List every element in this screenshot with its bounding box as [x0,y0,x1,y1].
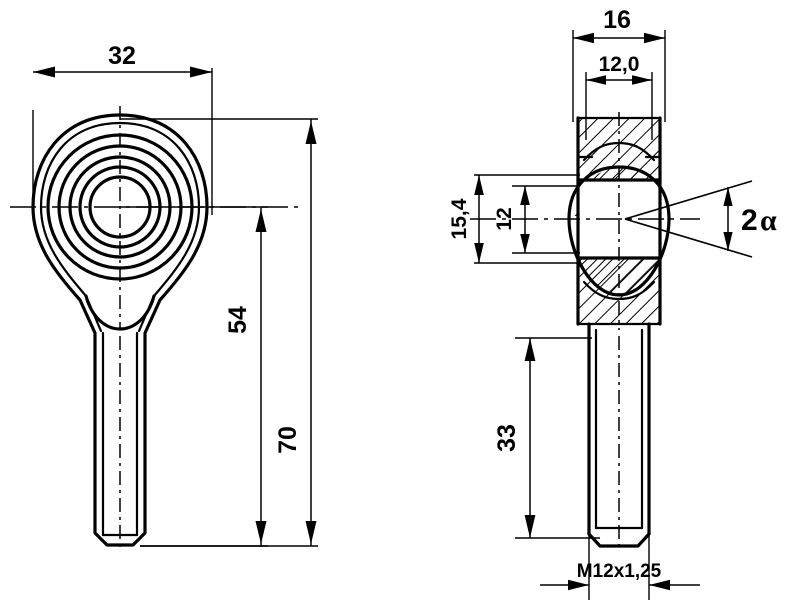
dim-label-16: 16 [603,6,631,34]
arrow-angle-top [723,187,733,206]
arrow-70-top [305,121,317,144]
side-view-group [470,112,700,552]
angle-leader-upper [624,180,753,220]
arrow-thread-left [568,579,589,591]
dim-label-12: 12 [493,207,516,230]
arrow-33-bottom [524,515,536,538]
arrow-32-right [190,66,212,78]
dim-label-32: 32 [108,42,136,70]
arrow-32-left [33,66,55,78]
dim-label-15-4: 15,4 [448,198,471,239]
arrow-54-bottom [255,521,267,544]
angle-leader-lower [624,218,753,258]
arrow-16-left [573,32,594,44]
dim-label-thread: M12x1,25 [577,561,662,582]
arrow-thread-right [649,579,670,591]
race-seat-lower [582,280,656,301]
arrow-54-top [255,209,267,232]
front-view-group [10,106,300,548]
dim-label-12-0: 12,0 [599,53,640,76]
arrow-12-top [520,186,530,205]
arrow-33-top [524,338,536,361]
arrow-70-bottom [305,521,317,544]
arrow-angle-bottom [723,232,733,251]
front-view-dimensions: 32 54 70 [32,42,318,547]
dim-label-33: 33 [493,424,521,452]
arrow-15-4-bottom [474,243,484,263]
dim-label-54: 54 [224,306,252,334]
arrow-12-0-left [586,75,606,85]
dim-label-angle-number: 2 [741,204,758,237]
arrow-16-right [644,32,665,44]
dim-label-angle-symbol: α [760,204,777,237]
side-view-dimensions: 16 12,0 15,4 12 [448,6,777,600]
arrow-12-0-right [632,75,652,85]
arrow-15-4-top [474,175,484,195]
body-inner-contour [39,121,122,333]
arrow-12-bottom [520,234,530,253]
dim-label-70: 70 [274,426,302,454]
